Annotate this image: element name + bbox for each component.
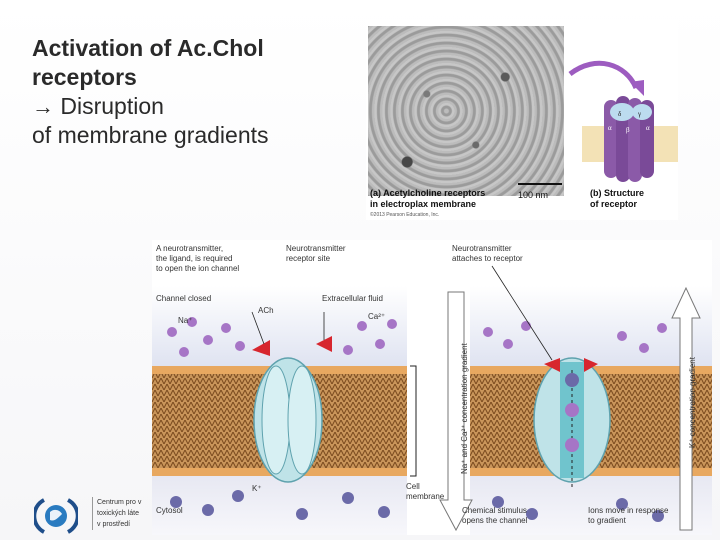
subunit-gamma: γ [637, 110, 641, 118]
subunit-alpha-1: α [608, 124, 612, 132]
caption-b-line-2: of receptor [590, 199, 638, 209]
title-line-4: of membrane gradients [32, 122, 269, 148]
title-line-1: Activation of Ac.Chol [32, 35, 264, 61]
note-ligand-line-2: the ligand, is required [156, 254, 233, 263]
subunit-alpha-2: α [646, 124, 650, 132]
note-ligand: A neurotransmitter, the ligand, is requi… [156, 244, 239, 274]
subunit-delta: δ [618, 110, 622, 118]
curved-arrow-icon [568, 60, 639, 90]
cell-membrane-line-1: Cell [406, 482, 420, 491]
closed-channel [253, 357, 323, 483]
note-attaches-line-1: Neurotransmitter [452, 244, 512, 253]
ions-left [167, 317, 397, 520]
note-site-line-2: receptor site [286, 254, 331, 263]
slide-title: Activation of Ac.Chol receptors → Disrup… [32, 34, 352, 150]
ach-label: ACh [258, 306, 274, 315]
k-gradient-label: K⁺ concentration gradient [688, 357, 697, 448]
ions-line-1: Ions move in response [588, 506, 669, 515]
k-gradient-arrow [671, 286, 701, 531]
cytosol-region-right [470, 476, 712, 535]
note-site-line-1: Neurotransmitter [286, 244, 346, 253]
extracellular-label: Extracellular fluid [322, 294, 383, 303]
note-attaches: Neurotransmitter attaches to receptor [452, 244, 523, 264]
caption-b: (b) Structure of receptor [590, 188, 676, 210]
ion-channel-diagram: A neurotransmitter, the ligand, is requi… [152, 240, 712, 535]
scale-label: 100 nm [518, 190, 549, 200]
k-label: K⁺ [252, 484, 262, 493]
note-ligand-line-1: A neurotransmitter, [156, 244, 224, 253]
caption-a: (a) Acetylcholine receptors in electropl… [370, 188, 530, 210]
leader-line [251, 311, 265, 345]
open-channel [533, 357, 611, 490]
title-line-2: receptors [32, 64, 137, 90]
cytosol-region-left [152, 476, 407, 535]
logo-line-3: v prostředí [97, 521, 131, 528]
note-ligand-line-3: to open the ion channel [156, 264, 240, 273]
ca-label: Ca²⁺ [368, 312, 386, 321]
receptor-figure: 100 nm (a) Acetylcholine receptors in el… [366, 20, 678, 220]
chemical-line-1: Chemical stimulus [462, 506, 527, 515]
caption-a-line-1: (a) Acetylcholine receptors [370, 188, 486, 198]
title-line-3: → Disruption [32, 92, 352, 121]
bound-ligand-icon [544, 358, 560, 372]
caption-a-line-2: in electroplax membrane [370, 199, 477, 209]
leader-line [491, 265, 553, 361]
na-label: Na⁺ [178, 316, 193, 325]
scale-bar [518, 183, 562, 185]
copyright-text: ©2013 Pearson Education, Inc. [370, 212, 440, 218]
ions-move-label: Ions move in response to gradient [588, 506, 669, 526]
ligand-icon [252, 340, 270, 356]
extracellular-region-right [470, 286, 712, 366]
caption-b-line-1: (b) Structure [590, 188, 644, 198]
ion-channel-illustration [152, 265, 712, 535]
na-ca-gradient-label: Na⁺ and Ca²⁺ concentration gradient [460, 343, 469, 474]
chemical-stimulus-label: Chemical stimulus opens the channel [462, 506, 527, 526]
na-ca-gradient-arrow [439, 291, 473, 532]
membrane-bracket [410, 365, 417, 477]
bound-ligand-icon [584, 358, 598, 372]
arrow-head-icon [630, 80, 644, 96]
ligand-icon [316, 336, 332, 352]
logo-text: Centrum pro v toxických láte v prostředí [92, 497, 141, 530]
chemical-line-2: opens the channel [462, 516, 528, 525]
note-attaches-line-2: attaches to receptor [452, 254, 523, 263]
cell-membrane-label: Cell membrane [406, 482, 444, 502]
receptor-structure-illustration: δ γ α β α [568, 60, 678, 182]
right-arrow-icon: → [32, 94, 54, 119]
title-line-3-text: Disruption [60, 93, 164, 119]
centre-logo [34, 498, 78, 534]
micrograph-image [368, 26, 564, 196]
ions-line-2: to gradient [588, 516, 626, 525]
logo-line-2: toxických láte [97, 510, 140, 517]
note-receptor-site: Neurotransmitter receptor site [286, 244, 346, 264]
ions-right [483, 321, 667, 522]
cell-membrane-line-2: membrane [406, 492, 445, 501]
cytosol-label: Cytosol [156, 506, 183, 515]
logo-line-1: Centrum pro v [97, 499, 142, 506]
receptor-subunits [604, 96, 654, 182]
subunit-beta: β [626, 126, 630, 134]
channel-closed-label: Channel closed [156, 294, 212, 303]
